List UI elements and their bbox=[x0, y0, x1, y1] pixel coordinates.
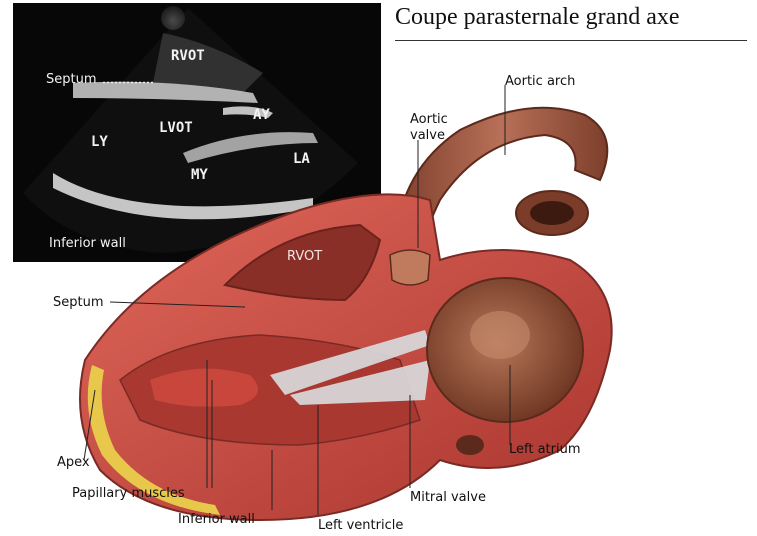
label-left-ventricle: Left ventricle bbox=[318, 518, 403, 533]
aortic-valve bbox=[390, 250, 430, 285]
label-rvot: RVOT bbox=[287, 249, 322, 264]
label-apex: Apex bbox=[57, 455, 90, 470]
label-septum: Septum bbox=[53, 295, 104, 310]
label-aortic-valve-1: Aortic bbox=[410, 112, 448, 127]
label-left-atrium: Left atrium bbox=[509, 442, 581, 457]
label-inferior-wall: Inferior wall bbox=[178, 512, 255, 527]
label-aortic-arch: Aortic arch bbox=[505, 74, 575, 89]
label-mitral-valve: Mitral valve bbox=[410, 490, 486, 505]
label-papillary-muscles: Papillary muscles bbox=[72, 486, 185, 501]
label-aortic-valve-2: valve bbox=[410, 128, 445, 143]
